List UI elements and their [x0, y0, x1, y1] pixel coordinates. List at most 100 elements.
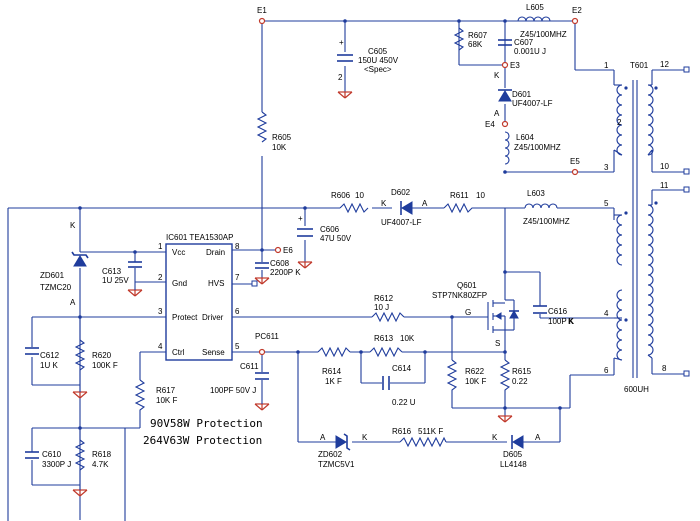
- test-node-e2: E2: [571, 6, 582, 25]
- components-q601-value-label: STP7NK80ZFP: [432, 291, 487, 300]
- components-d605-ref-label: D605: [503, 450, 523, 459]
- nodes-e6-label: E6: [283, 246, 293, 255]
- components-d601-ref-label: D601: [512, 90, 532, 99]
- components-r614-value-label: 1K F: [325, 377, 342, 386]
- components-c612-value-label: 1U K: [40, 361, 58, 370]
- capacitor-c607: C607 0.001U J: [498, 38, 546, 56]
- components-d605-value-label: LL4148: [500, 460, 527, 469]
- components-c611-value-label: 100PF 50V J: [210, 386, 256, 395]
- components-r618-value-label: 4.7K: [92, 460, 109, 469]
- ic601-pin-numbers-p1-label: 1: [158, 242, 163, 251]
- components-c611-ref-label: C611: [240, 362, 259, 371]
- ic601-pin-numbers-p6-label: 6: [235, 307, 240, 316]
- q601-pins-s-label: S: [495, 339, 500, 348]
- ic601-pins-vcc-label: Vcc: [172, 248, 185, 257]
- components-r606-value-label: 10: [355, 191, 364, 200]
- test-node-e3: E3: [501, 61, 520, 70]
- components-c605-note-label: <Spec>: [364, 65, 392, 74]
- ic601-pins-ctrl-label: Ctrl: [172, 348, 185, 357]
- resistor-r617: R617 10K F: [134, 379, 177, 420]
- inductor-l604: L604 Z45/100MHZ: [504, 131, 561, 165]
- transformer-pins-t4-label: 4: [604, 309, 609, 318]
- test-node-e6: E6: [274, 246, 293, 255]
- resistor-r607: R607 68K: [453, 27, 488, 51]
- transformer-pins-t10-label: 10: [660, 162, 669, 171]
- nodes-e3-label: E3: [510, 61, 520, 70]
- nodes-e2-label: E2: [572, 6, 582, 15]
- resistor-r620: R620 100K F: [72, 339, 118, 399]
- wires: [7, 20, 684, 521]
- capacitor-c605: + C605 150U 450V <Spec> 2: [337, 38, 399, 99]
- components-t601-value-label: 600UH: [624, 385, 649, 394]
- transformer-pins-t8-label: 8: [662, 364, 667, 373]
- polarity-cathode-label: K: [362, 433, 368, 442]
- test-node-e5: E5: [570, 157, 580, 176]
- components-d602-value-label: UF4007-LF: [381, 218, 422, 227]
- diode-d601: K D601 UF4007-LF A: [494, 71, 553, 118]
- components-d602-ref-label: D602: [391, 188, 411, 197]
- components-r612-value-label: 10 J: [374, 303, 389, 312]
- resistor-r615: R615 0.22: [497, 359, 532, 423]
- ic601-pins-gnd-label: Gnd: [172, 279, 187, 288]
- components-r614-ref-label: R614: [322, 367, 342, 376]
- test-node-pc611: PC611: [255, 332, 279, 356]
- ic601-pin-numbers-p3-label: 3: [158, 307, 163, 316]
- transformer-pins-t6-label: 6: [604, 366, 609, 375]
- components-r615-ref-label: R615: [512, 367, 532, 376]
- diode-d602: K A D602 UF4007-LF: [381, 188, 428, 227]
- resistor-r613: R613 10K: [369, 334, 415, 358]
- components-q601-ref-label: Q601: [457, 281, 477, 290]
- transformer-pins-t11-label: 11: [660, 181, 669, 190]
- zener-zd602: A K ZD602 TZMC5V1: [318, 433, 368, 469]
- test-node-e1: E1: [257, 6, 267, 25]
- components-r620-ref-label: R620: [92, 351, 112, 360]
- components-r605-ref-label: R605: [272, 133, 292, 142]
- components-l605-value-label: Z45/100MHZ: [520, 30, 567, 39]
- components-c612-ref-label: C612: [40, 351, 60, 360]
- transformer-pins-t3-label: 3: [604, 163, 609, 172]
- ic601-pin-numbers-p8-label: 8: [235, 242, 240, 251]
- resistor-r614: R614 1K F: [317, 346, 351, 386]
- ic601-pin-numbers-p2-label: 2: [158, 273, 163, 282]
- components-c606-ref-label: C606: [320, 225, 340, 234]
- ic601-pins-hvs-label: HVS: [208, 279, 224, 288]
- components-c608-value-label: 2200P K: [270, 268, 301, 277]
- capacitor-c608: C608 2200P K: [254, 259, 301, 285]
- components-r622-value-label: 10K F: [465, 377, 486, 386]
- components-r617-value-label: 10K F: [156, 396, 177, 405]
- ic601-pins-driver-label: Driver: [202, 313, 224, 322]
- capacitor-c611: C611 100PF 50V J: [210, 362, 270, 411]
- zener-zd601: K A ZD601 TZMC20: [40, 221, 89, 307]
- components-zd602-value-label: TZMC5V1: [318, 460, 355, 469]
- nodes-e1-label: E1: [257, 6, 267, 15]
- components-r611-value-label: 10: [476, 191, 485, 200]
- components-c614-ref-label: C614: [392, 364, 412, 373]
- components-c616-ref-label: C616: [548, 307, 568, 316]
- components-r620-value-label: 100K F: [92, 361, 118, 370]
- components-r611-ref-label: R611: [450, 191, 469, 200]
- protection-note-90v: 90V58W Protection: [150, 417, 263, 430]
- components-zd602-ref-label: ZD602: [318, 450, 343, 459]
- components-l603-ref-label: L603: [527, 189, 545, 198]
- components-c616-value-label: 100P K: [548, 317, 575, 326]
- components-c605-value-label: 150U 450V: [358, 56, 399, 65]
- polarity-plus-label: +: [298, 214, 303, 223]
- ic601-title: IC601 TEA1530AP: [166, 233, 233, 242]
- components-r607-value-label: 68K: [468, 40, 483, 49]
- components-r607-ref-label: R607: [468, 31, 488, 40]
- capacitor-c610: C610 3300P J: [25, 450, 71, 469]
- components-c605-ref-label: C605: [368, 47, 388, 56]
- components-l604-value-label: Z45/100MHZ: [514, 143, 561, 152]
- components-c613-ref-label: C613: [102, 267, 122, 276]
- components-zd601-value-label: TZMC20: [40, 283, 72, 292]
- resistor-r611: R611 10: [443, 191, 485, 214]
- ic601-pins-protect-label: Protect: [172, 313, 198, 322]
- ic601-pins-sense-label: Sense: [202, 348, 225, 357]
- components-r605-value-label: 10K: [272, 143, 287, 152]
- resistor-r612: R612 10 J: [371, 294, 405, 323]
- nodes-e5-label: E5: [570, 157, 580, 166]
- components-c614-value-label: 0.22 U: [392, 398, 416, 407]
- diode-d605: K A D605 LL4148: [492, 433, 541, 469]
- capacitor-c612: C612 1U K: [25, 347, 60, 370]
- polarity-anode-label: A: [535, 433, 541, 442]
